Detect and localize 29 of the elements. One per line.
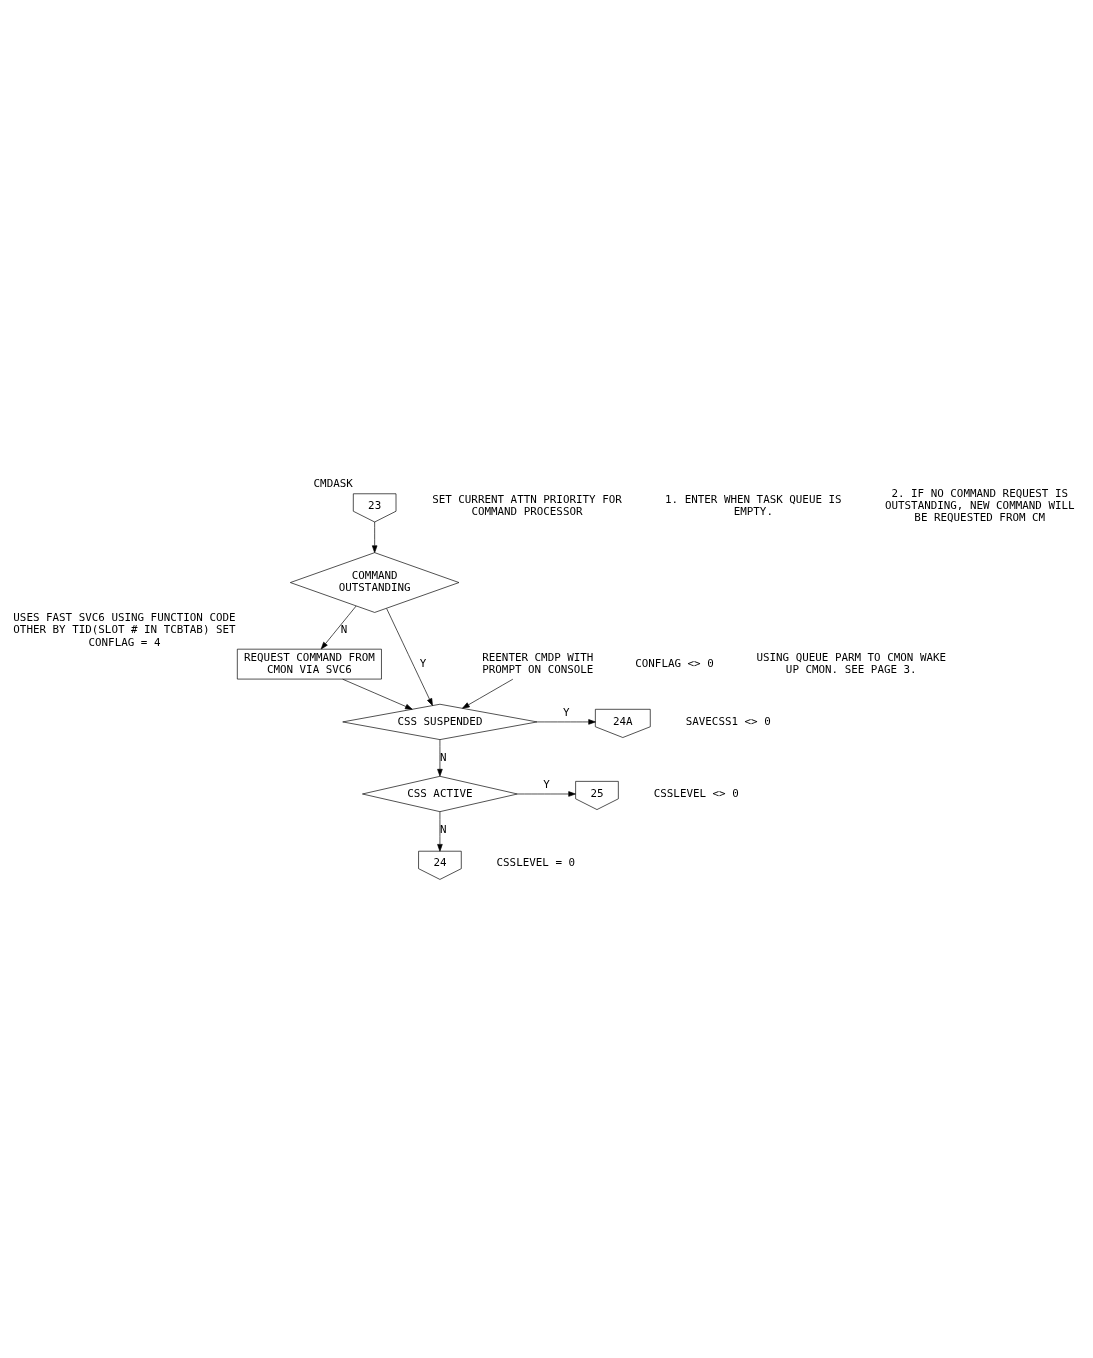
edge-label: Y (543, 778, 550, 792)
node-box: REQUEST COMMAND FROM CMON VIA SVC6 (237, 648, 382, 680)
arrow (342, 678, 413, 710)
node-text: REENTER CMDP WITH PROMPT ON CONSOLE (482, 650, 594, 676)
node-diamond: COMMAND OUTSTANDING (290, 552, 460, 613)
node-label: CMDASK (313, 477, 353, 491)
arrow (517, 791, 576, 797)
label: CSSLEVEL = 0 (496, 856, 576, 870)
edge-label: N (340, 623, 348, 637)
label: 2. IF NO COMMAND REQUEST IS OUTSTANDING, NEW COMMAND WILL BE REQUESTED FROM CM (884, 486, 1075, 525)
arrow (437, 739, 443, 777)
arrow (320, 605, 357, 650)
edge-label: Y (419, 656, 427, 670)
arrow (536, 719, 596, 725)
arrow (437, 811, 443, 852)
label: CONFLAG <> 0 (635, 656, 714, 670)
arrow (371, 521, 378, 553)
label: CSSLEVEL <> 0 (653, 786, 739, 800)
edge-label: N (440, 822, 447, 836)
label: 1. ENTER WHEN TASK QUEUE IS EMPTY. (665, 492, 842, 519)
arrow (462, 678, 514, 709)
label: SET CURRENT ATTN PRIORITY FOR COMMAND PROCESSOR (432, 492, 622, 519)
label: SAVECSS1 <> 0 (685, 714, 771, 728)
label: USING QUEUE PARM TO CMON WAKE UP CMON. SEE PAGE 3. (756, 650, 947, 676)
edge-label: Y (563, 706, 570, 720)
node-label: USES FAST SVC6 USING FUNCTION CODE OTHER BY TID(SLOT # IN TCBTAB) SET CONFLAG = 4 (13, 611, 236, 649)
arrow (386, 608, 433, 706)
edge-label: N (440, 750, 447, 764)
node-diamond: CSS ACTIVE (362, 775, 518, 812)
